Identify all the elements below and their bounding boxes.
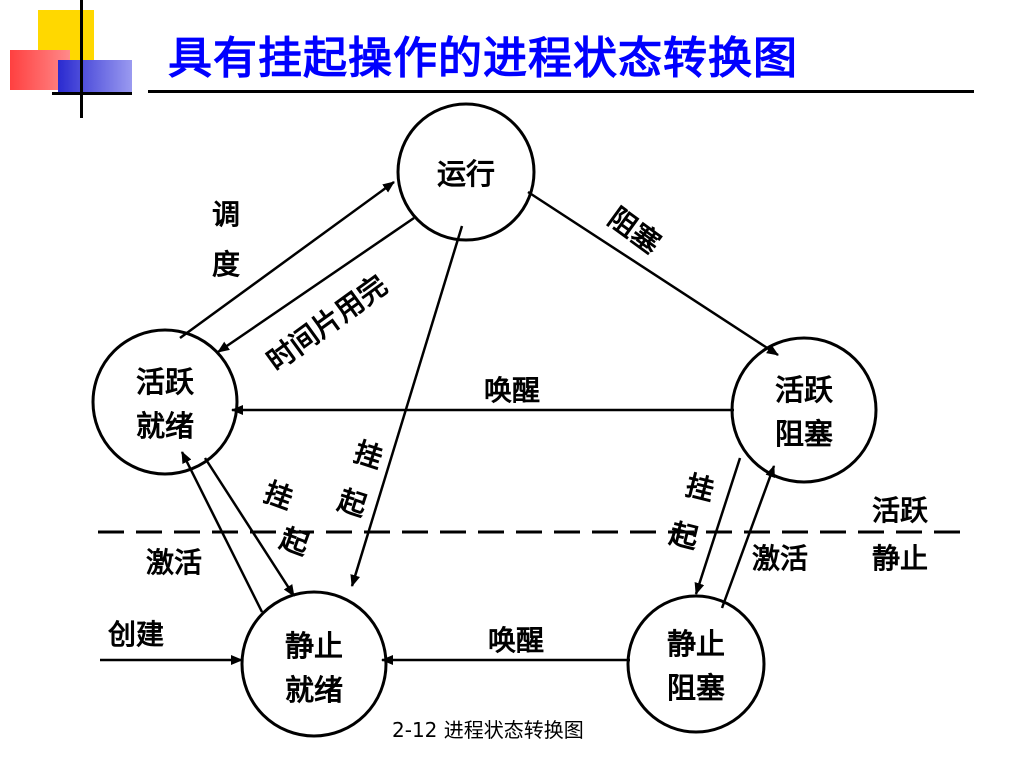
figure-caption: 2-12 进程状态转换图 <box>392 718 584 742</box>
label-suspend-left-2: 起 <box>276 522 315 563</box>
svg-text:静止: 静止 <box>667 627 725 661</box>
node-running: 运行 <box>396 102 536 242</box>
label-suspend-left-1: 挂 <box>260 476 298 517</box>
svg-text:阻塞: 阻塞 <box>667 671 725 705</box>
edge-block <box>527 190 779 357</box>
node-static-ready: 静止 就绪 <box>240 590 388 738</box>
label-suspend-right-2: 起 <box>666 517 702 556</box>
label-region-static: 静止 <box>872 542 928 575</box>
label-region-active: 活跃 <box>872 494 929 527</box>
svg-text:活跃: 活跃 <box>775 373 834 407</box>
node-static-blocked: 静止 阻塞 <box>626 594 766 734</box>
svg-text:就绪: 就绪 <box>285 673 343 707</box>
deco-blue-square <box>58 60 132 92</box>
label-block: 阻塞 <box>602 201 667 261</box>
svg-text:运行: 运行 <box>437 157 495 191</box>
edge-activate-right <box>720 465 776 609</box>
label-create: 创建 <box>107 618 164 651</box>
label-suspend-right-1: 挂 <box>682 469 717 508</box>
label-schedule-1: 调 <box>212 198 240 231</box>
edge-timeslice <box>217 216 415 354</box>
svg-text:静止: 静止 <box>285 629 343 663</box>
deco-vertical-line <box>80 0 83 118</box>
edge-suspend-left <box>203 457 296 597</box>
label-activate-left: 激活 <box>146 546 202 579</box>
label-activate-right: 激活 <box>752 542 808 575</box>
node-active-blocked: 活跃 阻塞 <box>730 336 878 484</box>
label-wakeup-bottom: 唤醒 <box>488 624 544 657</box>
edge-suspend-right <box>694 457 742 595</box>
label-wakeup-top: 唤醒 <box>484 374 540 407</box>
label-suspend-center-2: 起 <box>334 483 372 523</box>
label-schedule-2: 度 <box>212 248 240 281</box>
label-timeslice: 时间片用完 <box>261 269 394 378</box>
svg-text:活跃: 活跃 <box>136 365 195 399</box>
node-active-ready: 活跃 就绪 <box>91 328 239 476</box>
page-title: 具有挂起操作的进程状态转换图 <box>168 33 798 84</box>
edge-activate-left <box>180 451 264 613</box>
edge-suspend-center <box>350 225 464 587</box>
deco-horizontal-line <box>52 92 132 95</box>
svg-text:阻塞: 阻塞 <box>775 417 833 451</box>
title-underline <box>148 90 974 93</box>
svg-text:就绪: 就绪 <box>136 409 194 443</box>
edge-schedule <box>179 180 395 340</box>
label-suspend-center-1: 挂 <box>350 435 387 475</box>
